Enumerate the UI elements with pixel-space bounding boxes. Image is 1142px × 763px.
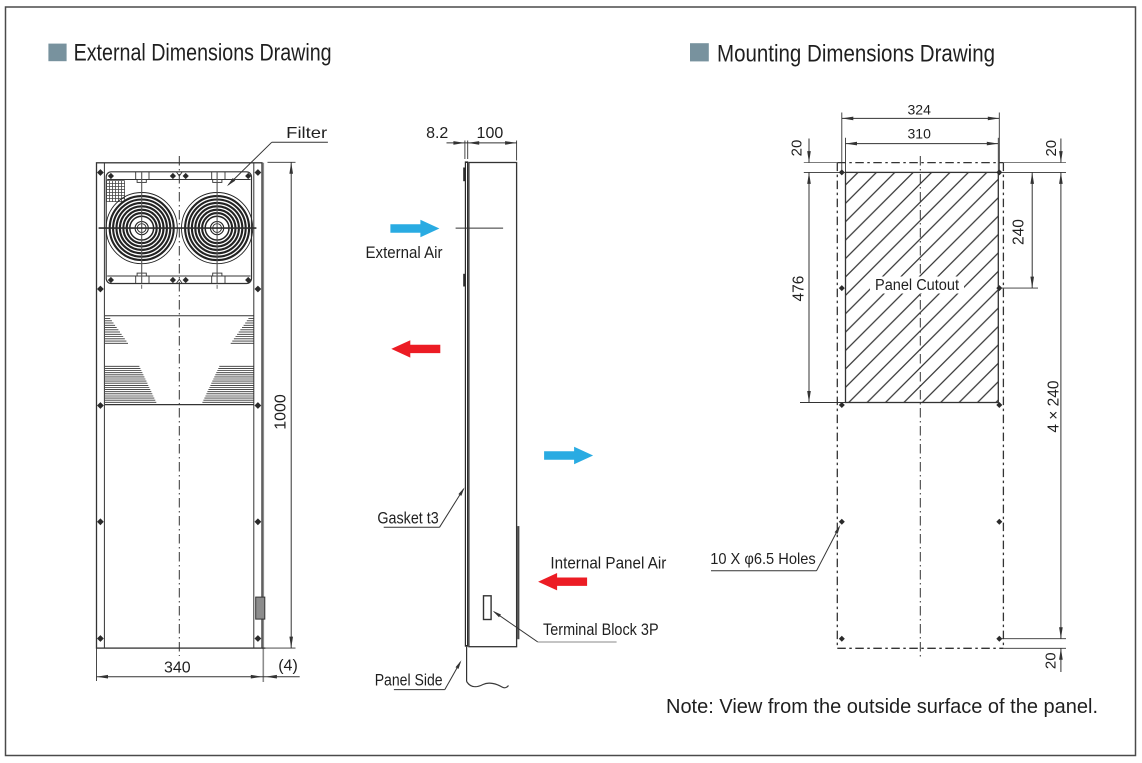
svg-text:10 X φ6.5 Holes: 10 X φ6.5 Holes	[710, 551, 816, 568]
svg-text:Panel Cutout: Panel Cutout	[875, 277, 960, 294]
svg-text:240: 240	[1011, 219, 1028, 245]
svg-text:External Air: External Air	[366, 244, 443, 262]
svg-text:Terminal Block 3P: Terminal Block 3P	[543, 621, 659, 639]
svg-text:20: 20	[1042, 652, 1059, 669]
svg-text:Note: View from the outside su: Note: View from the outside surface of t…	[666, 695, 1098, 718]
svg-text:8.2: 8.2	[426, 125, 448, 142]
svg-text:20: 20	[788, 140, 805, 157]
svg-text:20: 20	[1043, 140, 1060, 157]
svg-text:340: 340	[164, 659, 191, 676]
svg-text:476: 476	[790, 276, 807, 302]
svg-text:Filter: Filter	[286, 125, 328, 142]
svg-text:100: 100	[477, 125, 504, 142]
svg-text:4 × 240: 4 × 240	[1045, 380, 1062, 433]
svg-text:External Dimensions Drawing: External Dimensions Drawing	[74, 40, 332, 67]
svg-text:1000: 1000	[273, 394, 290, 430]
svg-text:Panel Side: Panel Side	[375, 672, 443, 690]
svg-text:310: 310	[908, 126, 932, 142]
svg-text:324: 324	[908, 101, 932, 117]
svg-text:Gasket t3: Gasket t3	[377, 510, 438, 528]
svg-text:Internal Panel Air: Internal Panel Air	[550, 555, 666, 573]
svg-text:Mounting Dimensions Drawing: Mounting Dimensions Drawing	[717, 40, 995, 67]
svg-text:(4): (4)	[278, 657, 298, 674]
